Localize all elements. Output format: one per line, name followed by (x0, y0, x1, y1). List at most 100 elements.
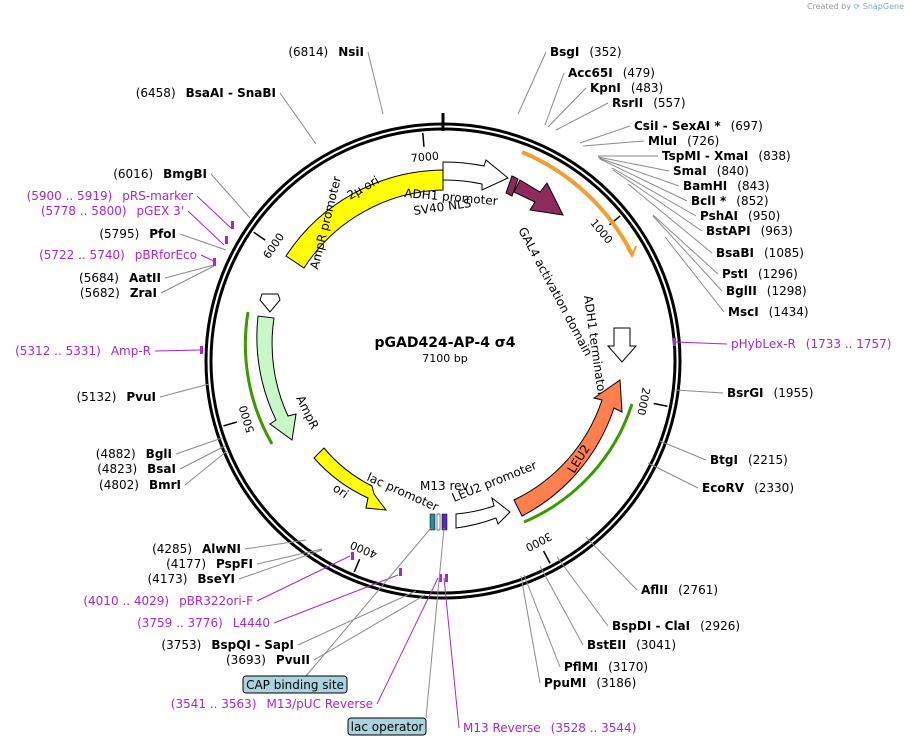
enzyme-site[interactable]: (3753)BspQI - SapI (161, 590, 417, 652)
enzyme-site[interactable]: (4177)PspFI (166, 548, 323, 571)
enzyme-site[interactable]: PpuMI(3186) (520, 575, 636, 690)
enzyme-leader-line (627, 183, 713, 254)
enzyme-site[interactable]: RsrII(557) (555, 96, 686, 131)
primer-site[interactable]: (5900 .. 5919)pRS-marker (27, 189, 234, 230)
enzyme-site[interactable]: PstI(1296) (652, 214, 798, 281)
primer-site[interactable]: (5312 .. 5331)Amp-R (15, 344, 203, 358)
enzyme-site[interactable]: BsgI(352) (517, 45, 622, 115)
enzyme-site[interactable]: PflMI(3170) (523, 574, 648, 674)
enzyme-label: KpnI(483) (590, 81, 663, 95)
primer-name: M13/pUC Reverse (267, 697, 374, 711)
primer-leader-line (376, 577, 439, 705)
primer-leader-line (154, 349, 201, 352)
enzyme-site[interactable]: (5684)AatII (79, 264, 215, 285)
enzyme-leader-line (256, 548, 323, 565)
enzyme-leader-line (164, 264, 215, 279)
primer-label: (3541 .. 3563)M13/pUC Reverse (171, 697, 373, 711)
enzyme-site[interactable]: (3693)PvuII (226, 594, 426, 667)
enzyme-position: (352) (589, 45, 621, 59)
enzyme-site[interactable]: TspMI - XmaI(838) (598, 149, 791, 163)
cap-site-marker (429, 513, 436, 531)
enzyme-label: BsaBI(1085) (716, 246, 804, 260)
enzyme-site[interactable]: BtgI(2215) (659, 440, 788, 467)
primer-site[interactable]: (5778 .. 5800)pGEX 3' (41, 204, 228, 246)
enzyme-leader-line (160, 265, 215, 294)
ori-arrow (313, 447, 388, 511)
enzyme-site[interactable]: (5132)PvuI (76, 383, 210, 404)
adh1-promoter-arrow (442, 159, 509, 191)
enzyme-name: BamHI (683, 179, 727, 193)
enzyme-leader-line (175, 437, 223, 455)
enzyme-site[interactable]: BclI *(852) (599, 158, 769, 208)
enzyme-position: (2926) (700, 619, 740, 633)
primer-site[interactable]: (3759 .. 3776)L4440 (137, 568, 402, 630)
enzyme-site[interactable]: (4882)BglI (96, 437, 223, 461)
primer-site[interactable]: (3541 .. 3563)M13/pUC Reverse (171, 574, 442, 711)
enzyme-name: PvuII (276, 653, 310, 667)
enzyme-site[interactable]: BsaBI(1085) (627, 183, 804, 260)
enzyme-name: MscI (728, 305, 759, 319)
enzyme-position: (963) (761, 224, 793, 238)
enzyme-site[interactable]: KpnI(483) (547, 81, 663, 128)
enzyme-site[interactable]: CsiI - SexAI *(697) (579, 119, 763, 144)
enzyme-position: (3170) (608, 660, 648, 674)
enzyme-site[interactable]: BstAPI(963) (612, 169, 793, 238)
enzyme-site[interactable]: SmaI(840) (597, 156, 749, 178)
enzyme-label: AflII(2761) (641, 583, 718, 597)
enzyme-site[interactable]: BglII(1298) (652, 215, 807, 298)
enzyme-position: (4802) (99, 478, 139, 492)
enzyme-position: (950) (748, 209, 780, 223)
enzyme-name: AatII (129, 271, 161, 285)
enzyme-label: Acc65I(479) (568, 66, 655, 80)
enzyme-site[interactable]: (6458)BsaAI - SnaBI (136, 86, 317, 145)
primer-site[interactable]: (5722 .. 5740)pBRforEco (39, 248, 217, 266)
enzyme-site[interactable]: (5682)ZraI (80, 265, 215, 300)
enzyme-site[interactable]: (5795)PfoI (99, 227, 227, 251)
primer-site[interactable]: (4010 .. 4029)pBR322ori-F (83, 552, 354, 608)
enzyme-site[interactable]: (4173)BseYI (148, 549, 323, 586)
credit-prefix: Created by (806, 2, 851, 11)
enzyme-site[interactable]: PshAI(950) (611, 167, 780, 223)
enzyme-site[interactable]: (4285)AlwNI (152, 539, 307, 556)
enzyme-site[interactable]: (4802) BmrI (99, 450, 228, 492)
enzyme-position: (3753) (161, 638, 201, 652)
primer-label: M13 Reverse(3528 .. 3544) (463, 721, 636, 735)
enzyme-site[interactable]: BstEII(3041) (539, 565, 676, 652)
enzyme-name: PpuMI (544, 676, 586, 690)
enzyme-leader-line (611, 167, 697, 217)
enzyme-leader-line (184, 450, 228, 486)
enzyme-position: (6016) (113, 167, 153, 181)
enzyme-site[interactable]: (6814)NsiI (288, 45, 384, 115)
enzyme-leader-line (210, 173, 251, 219)
enzyme-label: PshAI(950) (700, 209, 780, 223)
enzyme-site[interactable]: EcoRV(2330) (647, 462, 794, 495)
enzyme-site[interactable]: (6016)BmgBI (113, 167, 251, 219)
enzyme-site[interactable]: Acc65I(479) (544, 66, 655, 126)
tick-4000 (353, 558, 361, 573)
enzyme-site[interactable]: BspDI - ClaI(2926) (556, 556, 740, 633)
enzyme-site[interactable]: AflII(2761) (585, 536, 718, 597)
enzyme-leader-line (179, 233, 227, 251)
enzyme-site[interactable]: MluI(726) (582, 134, 719, 148)
enzyme-site[interactable]: MscI (1434) (664, 236, 809, 319)
enzyme-name: TspMI - XmaI (662, 149, 748, 163)
enzyme-sites: (6814)NsiI BsgI(352) (6458)BsaAI - SnaBI Ac… (76, 45, 813, 690)
enzyme-site[interactable]: BamHI(843) (598, 157, 770, 193)
enzyme-site[interactable]: (4823)BsaI (97, 445, 226, 476)
enzyme-name: CsiI - SexAI * (634, 119, 721, 133)
ampr-promoter-arrow (259, 293, 281, 313)
primer-name: L4440 (233, 616, 270, 630)
enzyme-name: BmrI (149, 478, 181, 492)
enzyme-leader-line (297, 590, 417, 646)
primer-site[interactable]: M13 Reverse(3528 .. 3544) (443, 574, 636, 735)
enzyme-position: (1434) (769, 305, 809, 319)
primer-name: pGEX 3' (137, 204, 184, 218)
primer-site[interactable]: pHybLex-R(1733 .. 1757) (673, 337, 891, 351)
lac-promoter-marker (436, 513, 441, 531)
tick-label-5000: 5000 (237, 404, 257, 435)
snapgene-credit: Created by ⟳ SnapGene (807, 2, 904, 11)
enzyme-leader-line (599, 158, 688, 202)
enzyme-site[interactable]: BsrGI(1955) (675, 386, 813, 400)
enzyme-position: (479) (623, 66, 655, 80)
enzyme-name: PstI (722, 267, 748, 281)
